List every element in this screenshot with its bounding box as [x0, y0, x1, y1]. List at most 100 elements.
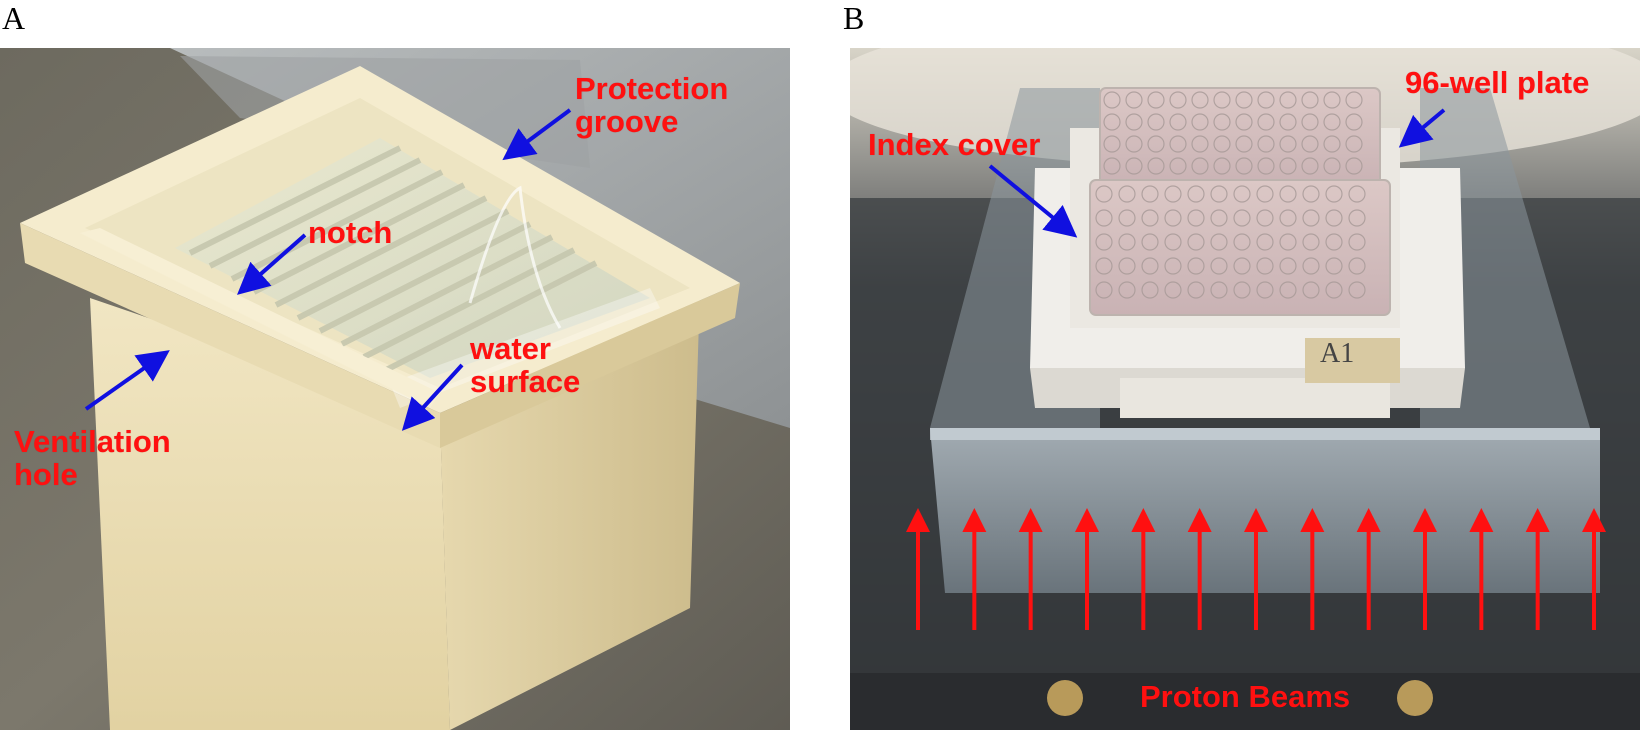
- well: [1325, 257, 1343, 275]
- well: [1323, 135, 1341, 153]
- well: [1348, 185, 1366, 203]
- well: [1103, 135, 1121, 153]
- well: [1235, 157, 1253, 175]
- well: [1213, 157, 1231, 175]
- well: [1256, 209, 1274, 227]
- well: [1095, 257, 1113, 275]
- label-96-well-plate: 96-well plate: [1405, 65, 1590, 100]
- panel-a-letter: A: [2, 0, 26, 36]
- tray-tag-text: A1: [1320, 338, 1355, 369]
- well: [1187, 257, 1205, 275]
- well: [1141, 209, 1159, 227]
- well: [1141, 257, 1159, 275]
- well: [1345, 91, 1363, 109]
- well: [1345, 113, 1363, 131]
- well: [1210, 281, 1228, 299]
- well: [1279, 209, 1297, 227]
- well: [1103, 91, 1121, 109]
- well: [1279, 113, 1297, 131]
- well: [1256, 281, 1274, 299]
- well: [1323, 91, 1341, 109]
- well: [1235, 135, 1253, 153]
- well: [1302, 209, 1320, 227]
- well: [1257, 113, 1275, 131]
- well: [1345, 157, 1363, 175]
- well: [1191, 157, 1209, 175]
- well: [1118, 257, 1136, 275]
- well: [1301, 113, 1319, 131]
- well: [1191, 91, 1209, 109]
- well: [1233, 257, 1251, 275]
- well: [1187, 185, 1205, 203]
- well: [1191, 113, 1209, 131]
- well: [1164, 233, 1182, 251]
- well: [1302, 257, 1320, 275]
- well: [1141, 233, 1159, 251]
- well: [1213, 91, 1231, 109]
- well: [1279, 91, 1297, 109]
- well: [1103, 113, 1121, 131]
- well: [1187, 281, 1205, 299]
- well: [1325, 233, 1343, 251]
- well: [1257, 157, 1275, 175]
- well: [1125, 113, 1143, 131]
- well: [1118, 209, 1136, 227]
- well: [1125, 157, 1143, 175]
- well: [1257, 91, 1275, 109]
- well: [1323, 157, 1341, 175]
- well: [1169, 135, 1187, 153]
- well: [1095, 281, 1113, 299]
- well: [1147, 113, 1165, 131]
- well: [1301, 91, 1319, 109]
- well: [1125, 135, 1143, 153]
- panel-a-photo: [0, 48, 790, 730]
- well: [1169, 113, 1187, 131]
- well: [1279, 185, 1297, 203]
- well: [1323, 113, 1341, 131]
- well: [1325, 209, 1343, 227]
- well: [1348, 281, 1366, 299]
- well: [1302, 233, 1320, 251]
- well: [1147, 135, 1165, 153]
- well: [1256, 257, 1274, 275]
- well: [1279, 281, 1297, 299]
- well: [1301, 157, 1319, 175]
- well: [1118, 185, 1136, 203]
- well: [1095, 185, 1113, 203]
- well: [1348, 209, 1366, 227]
- label-water-surface: water surface: [470, 331, 581, 399]
- well: [1169, 91, 1187, 109]
- well: [1213, 135, 1231, 153]
- well: [1141, 185, 1159, 203]
- well: [1095, 209, 1113, 227]
- panel-b-letter: B: [843, 0, 865, 36]
- well: [1103, 157, 1121, 175]
- well: [1256, 233, 1274, 251]
- well: [1164, 185, 1182, 203]
- well: [1213, 113, 1231, 131]
- well: [1164, 209, 1182, 227]
- well: [1164, 257, 1182, 275]
- well-plate-lower: [1089, 179, 1391, 316]
- label-index-cover: Index cover: [868, 127, 1041, 162]
- well: [1348, 257, 1366, 275]
- well: [1279, 157, 1297, 175]
- well: [1118, 233, 1136, 251]
- well: [1210, 209, 1228, 227]
- label-proton-beams: Proton Beams: [1140, 679, 1351, 714]
- well: [1210, 185, 1228, 203]
- well: [1233, 185, 1251, 203]
- tray-ridges: [188, 145, 598, 373]
- label-protection-groove: Protection groove: [575, 71, 729, 139]
- label-notch: notch: [308, 215, 393, 250]
- well: [1125, 91, 1143, 109]
- well: [1233, 233, 1251, 251]
- well: [1191, 135, 1209, 153]
- well: [1279, 135, 1297, 153]
- well: [1233, 281, 1251, 299]
- well: [1235, 113, 1253, 131]
- water-box-illustration: [0, 48, 790, 730]
- well: [1187, 209, 1205, 227]
- label-ventilation-hole: Ventilation hole: [14, 424, 171, 492]
- well: [1164, 281, 1182, 299]
